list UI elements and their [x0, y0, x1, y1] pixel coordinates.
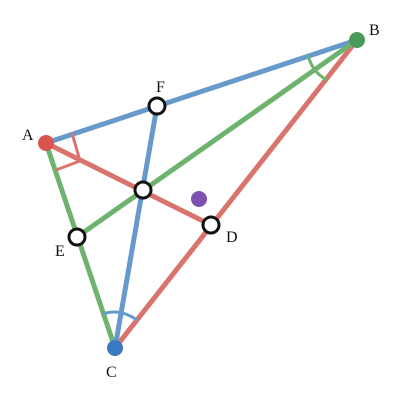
vertex-a-dot[interactable] — [38, 135, 54, 151]
label-e: E — [55, 243, 65, 260]
angle-mark-b — [306, 54, 328, 82]
label-d: D — [226, 229, 238, 246]
label-c: C — [106, 364, 117, 381]
cevian-a-to-d — [43, 140, 214, 228]
point-f-marker[interactable] — [147, 96, 167, 116]
vertex-c-dot[interactable] — [107, 340, 123, 356]
intersection-marker[interactable] — [133, 180, 153, 200]
angle-mark-a — [55, 132, 82, 172]
label-b: B — [369, 22, 380, 39]
centroid-dot[interactable] — [191, 191, 207, 207]
side-bc — [112, 37, 360, 351]
point-e-marker[interactable] — [67, 227, 87, 247]
cevian-c-to-f — [112, 103, 160, 351]
cevian-b-to-e — [74, 37, 360, 240]
point-d-marker[interactable] — [201, 215, 221, 235]
vertex-b-dot[interactable] — [349, 32, 365, 48]
label-f: F — [156, 79, 165, 96]
angle-mark-c — [102, 310, 138, 322]
side-ab — [43, 37, 360, 146]
label-a: A — [22, 127, 34, 144]
